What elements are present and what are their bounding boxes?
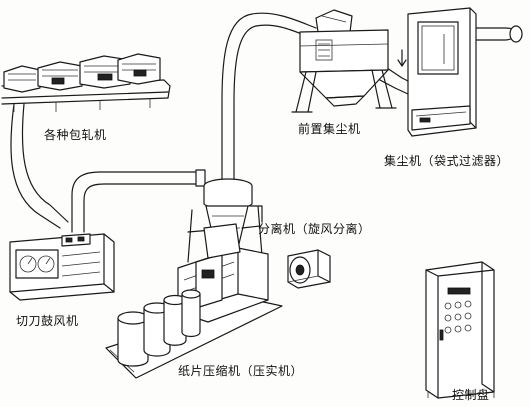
label-separator: 分离机（旋风分离）: [258, 222, 371, 236]
roller-conveyor: [1, 53, 171, 112]
bag-filter-dust-collector: [397, 7, 477, 137]
roller-unit-1: [3, 65, 41, 93]
label-control-panel: 控制盘: [452, 388, 490, 402]
bale-1: [117, 311, 149, 367]
bale-4: [181, 289, 201, 338]
pre-collector: [291, 9, 397, 113]
duct-blower-to-separator: [71, 169, 206, 233]
label-pre-collector: 前置集尘机: [298, 122, 361, 136]
control-panel-cabinet: [425, 261, 495, 399]
duct-separator-to-precollector: [221, 12, 317, 183]
label-cutter-blower: 切刀鼓风机: [16, 314, 79, 328]
label-rollers: 各种包轧机: [44, 128, 107, 142]
label-dust-collector: 集尘机（袋式过滤器）: [384, 154, 510, 168]
cutter-blower: [9, 233, 115, 301]
separator-fan-motor: [287, 249, 331, 289]
duct-top-outlet: [465, 25, 523, 43]
duct-rollers-to-blower: [10, 103, 69, 229]
label-compressor: 纸片压缩机（压实机）: [178, 364, 304, 378]
bale-3: [163, 294, 187, 346]
roller-unit-4: [117, 53, 161, 85]
paper-compactor: [105, 223, 283, 379]
roller-unit-2: [37, 61, 83, 91]
